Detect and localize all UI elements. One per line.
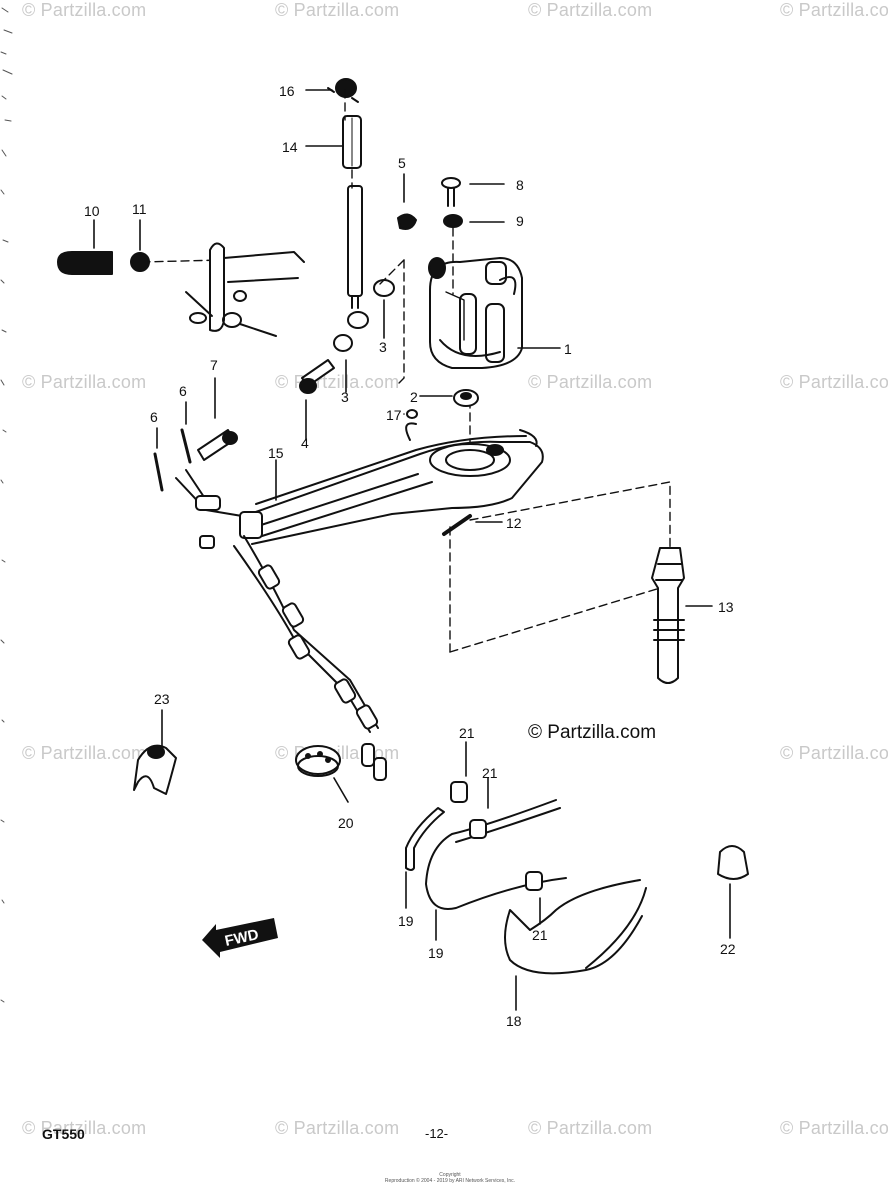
part-15-base-plate-harness	[175, 422, 544, 781]
part-7-bolt	[197, 429, 238, 461]
callout-17: 17	[386, 407, 402, 423]
leader-lines	[93, 89, 731, 1011]
watermark: © Partzilla.com	[275, 0, 400, 20]
callout-11: 11	[132, 201, 147, 217]
part-18-hose	[504, 879, 647, 975]
part-6-pin	[180, 428, 192, 464]
part-11-nut	[130, 252, 150, 272]
callout-10: 10	[84, 203, 100, 219]
callout-19: 19	[398, 913, 414, 929]
watermark-center: © Partzilla.com	[528, 722, 657, 743]
part-5-grommet	[397, 213, 417, 230]
callout-21: 21	[459, 725, 475, 741]
part-21-cap	[450, 781, 468, 803]
part-8-screw	[441, 177, 461, 207]
part-10-bolt	[57, 251, 113, 275]
callout-12: 12	[506, 515, 522, 531]
governor-bracket	[185, 242, 305, 337]
credit-line: Reproduction © 2004 - 2019 by ARI Networ…	[384, 1178, 516, 1184]
callout-4: 4	[301, 435, 309, 451]
watermark: © Partzilla.com	[22, 743, 147, 763]
page-number: -12-	[425, 1126, 449, 1141]
callout-6: 6	[150, 409, 158, 425]
copyright-credit: Copyright Reproduction © 2004 - 2019 by …	[370, 1172, 530, 1184]
construction-lines	[141, 89, 671, 653]
governor-rod	[347, 185, 369, 329]
part-4-bolt	[299, 359, 335, 394]
watermark: © Partzilla.com	[22, 1118, 147, 1138]
part-9-washer	[443, 214, 463, 228]
part-3-washer	[373, 279, 395, 297]
callout-23: 23	[154, 691, 170, 707]
callout-14: 14	[282, 139, 298, 155]
callout-3: 3	[379, 339, 387, 355]
callout-2: 2	[410, 389, 418, 405]
callout-9: 9	[516, 213, 524, 229]
part-6-pin	[153, 452, 164, 492]
part-22-cap	[717, 845, 749, 880]
callout-18: 18	[506, 1013, 522, 1029]
part-1-distributor-cap	[428, 257, 523, 369]
scan-noise	[0, 7, 13, 1003]
part-14-hose	[342, 115, 362, 169]
watermark: © Partzilla.com	[275, 1118, 400, 1138]
forward-direction-badge: FWD	[202, 918, 278, 958]
part-12-pin	[442, 514, 472, 536]
watermark: © Partzilla.com	[780, 743, 888, 763]
credit-line: Copyright	[439, 1172, 461, 1178]
part-21-cap	[469, 819, 487, 839]
model-code: GT550	[42, 1126, 85, 1142]
watermark: © Partzilla.com	[528, 0, 653, 20]
forward-direction-text: FWD	[223, 926, 260, 950]
callout-15: 15	[268, 445, 284, 461]
callout-6: 6	[179, 383, 187, 399]
watermark: © Partzilla.com	[22, 0, 147, 20]
callout-21: 21	[532, 927, 548, 943]
callout-5: 5	[398, 155, 406, 171]
part-17-o-ring	[406, 409, 418, 419]
part-3-washer	[333, 334, 353, 352]
callout-3: 3	[341, 389, 349, 405]
callout-8: 8	[516, 177, 524, 193]
callout-13: 13	[718, 599, 734, 615]
watermark: © Partzilla.com	[528, 1118, 653, 1138]
callout-16: 16	[279, 83, 295, 99]
part-23-clamp	[133, 744, 177, 795]
watermark: © Partzilla.com	[780, 1118, 888, 1138]
part-19-hose	[405, 799, 567, 910]
callout-21: 21	[482, 765, 498, 781]
watermark: © Partzilla.com	[780, 372, 888, 392]
watermark: © Partzilla.com	[780, 0, 888, 20]
watermark: © Partzilla.com	[22, 372, 147, 392]
part-13-gear	[651, 547, 685, 684]
callout-20: 20	[338, 815, 354, 831]
part-21-cap	[525, 871, 543, 891]
callout-7: 7	[210, 357, 218, 373]
part-20-cap	[295, 745, 341, 777]
watermark: © Partzilla.com	[528, 372, 653, 392]
callout-19: 19	[428, 945, 444, 961]
callout-1: 1	[564, 341, 572, 357]
callout-22: 22	[720, 941, 736, 957]
